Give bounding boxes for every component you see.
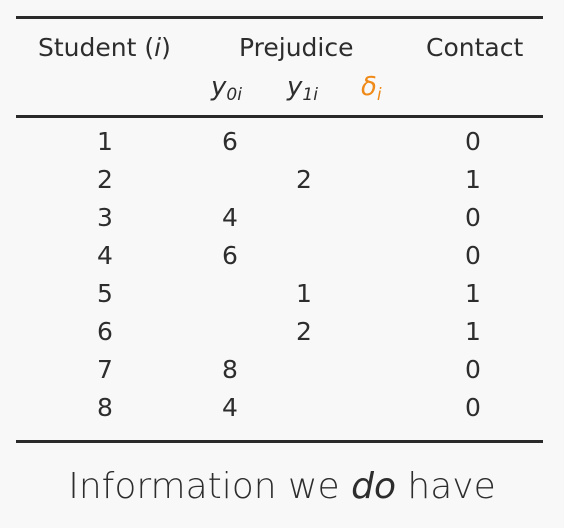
header-prejudice: Prejudice: [239, 33, 354, 62]
table-header-rule: [16, 115, 543, 118]
cell-contact: 1: [465, 279, 481, 308]
header-contact: Contact: [426, 33, 524, 62]
cell-y0: 4: [222, 393, 238, 422]
cell-student: 8: [97, 393, 113, 422]
subheader-y0: y0i: [211, 72, 242, 105]
table-row: 7 8 0: [0, 355, 564, 393]
cell-student: 1: [97, 127, 113, 156]
table-bottom-rule: [16, 440, 543, 443]
table-row: 2 2 1: [0, 165, 564, 203]
cell-y1: 1: [296, 279, 312, 308]
cell-student: 7: [97, 355, 113, 384]
cell-contact: 1: [465, 165, 481, 194]
table-top-rule: [16, 16, 543, 19]
subheader-delta: δi: [361, 72, 382, 105]
cell-y0: 6: [222, 241, 238, 270]
table-row: 4 6 0: [0, 241, 564, 279]
table-row: 5 1 1: [0, 279, 564, 317]
cell-y0: 4: [222, 203, 238, 232]
cell-y0: 8: [222, 355, 238, 384]
cell-student: 3: [97, 203, 113, 232]
table-row: 6 2 1: [0, 317, 564, 355]
cell-y0: 6: [222, 127, 238, 156]
header-student: Student (i): [38, 33, 171, 62]
cell-y1: 2: [296, 317, 312, 346]
subheader-y1: y1i: [287, 72, 318, 105]
table-row: 3 4 0: [0, 203, 564, 241]
cell-student: 5: [97, 279, 113, 308]
cell-contact: 0: [465, 203, 481, 232]
table-row: 8 4 0: [0, 393, 564, 431]
cell-contact: 0: [465, 393, 481, 422]
cell-student: 4: [97, 241, 113, 270]
cell-y1: 2: [296, 165, 312, 194]
caption: Information we do have: [68, 466, 496, 507]
cell-contact: 1: [465, 317, 481, 346]
cell-student: 6: [97, 317, 113, 346]
cell-student: 2: [97, 165, 113, 194]
cell-contact: 0: [465, 127, 481, 156]
table-row: 1 6 0: [0, 127, 564, 165]
cell-contact: 0: [465, 241, 481, 270]
cell-contact: 0: [465, 355, 481, 384]
